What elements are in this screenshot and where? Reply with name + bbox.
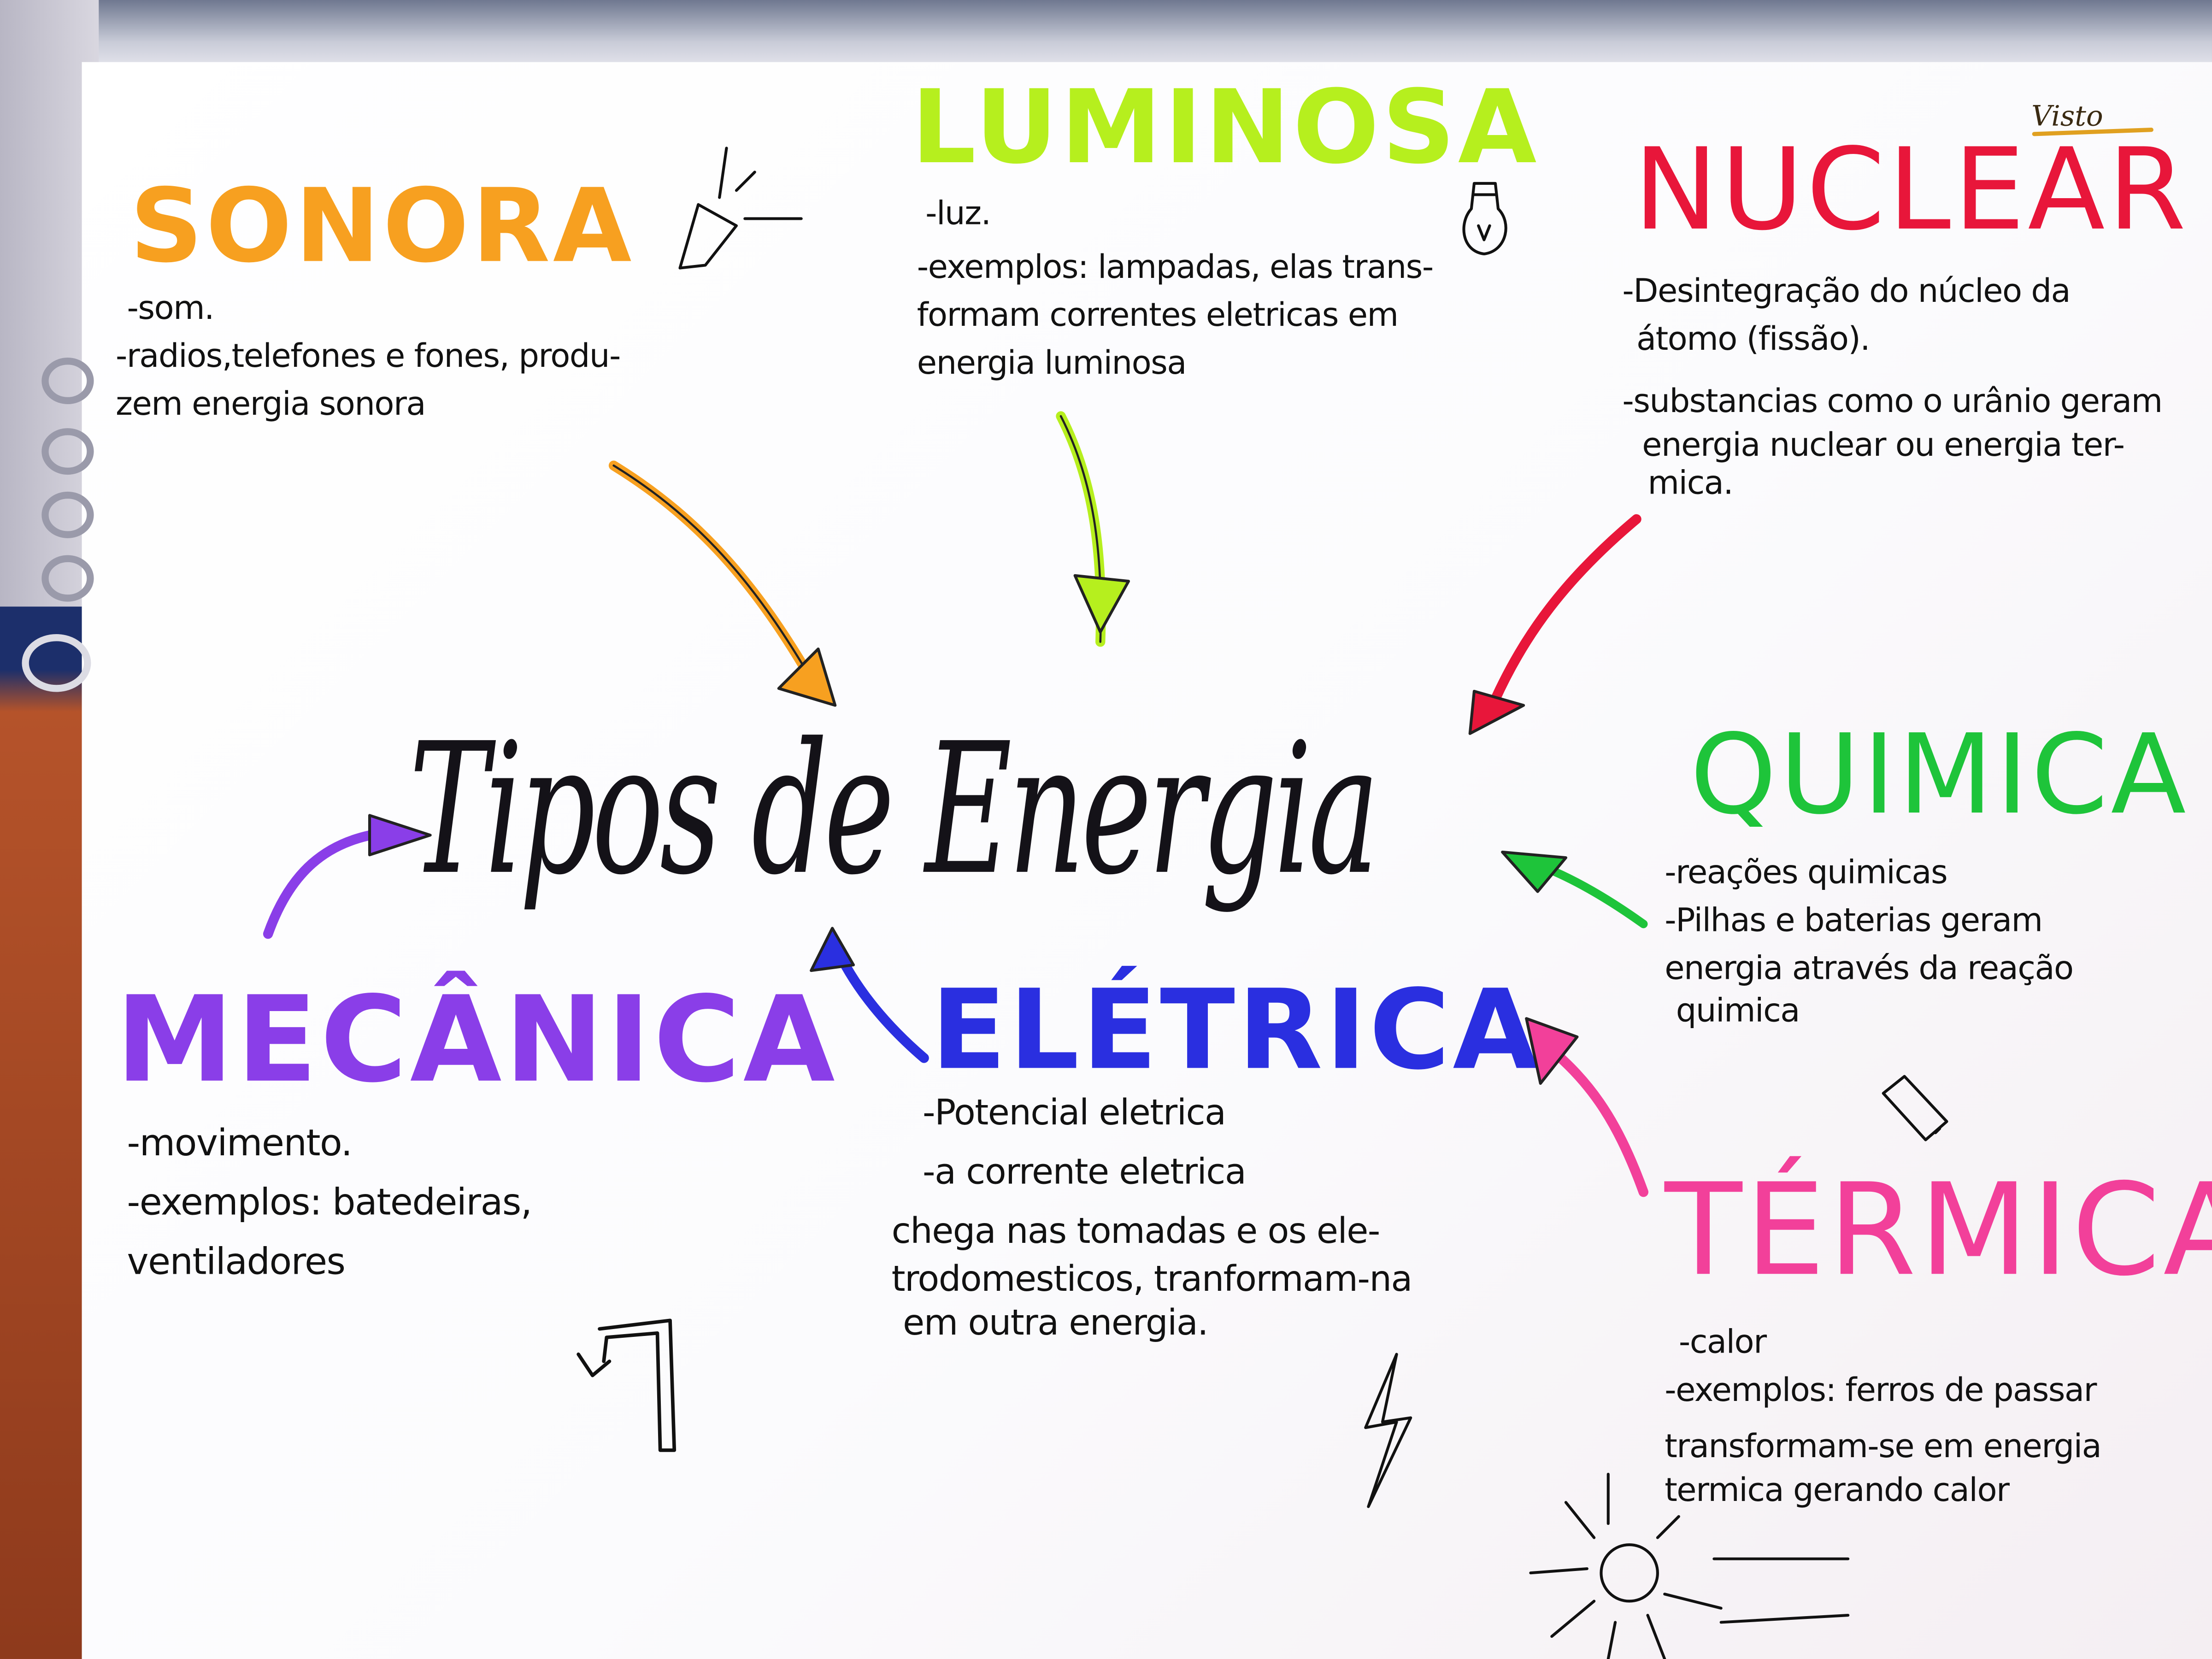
- eletrica-title: ELÉTRICA: [931, 967, 1541, 1095]
- sonora-notes: -som. -radios,telefones e fones, produ- …: [116, 285, 621, 429]
- note-line: -a corrente eletrica: [923, 1151, 1247, 1192]
- note-line: em outra energia.: [903, 1302, 1208, 1343]
- luminosa-notes: -luz. -exemplos: lampadas, elas trans- f…: [917, 190, 1434, 388]
- arrow-quimica: [1501, 850, 1648, 929]
- note-line: -Desintegração do núcleo da: [1622, 273, 2071, 311]
- visto-signature: Visto: [2031, 99, 2103, 133]
- note-line: -som.: [127, 290, 215, 328]
- binder-ring: [41, 555, 94, 602]
- note-line: -Potencial eletrica: [923, 1092, 1226, 1133]
- visto-underline: [2032, 128, 2153, 136]
- note-line: energia através da reação: [1665, 951, 2074, 988]
- note-line: trodomesticos, tranformam-na: [891, 1258, 1413, 1300]
- binder-ring: [41, 491, 94, 538]
- lightning-icon: [1364, 1353, 1412, 1508]
- mecanica-notes: -movimento. -exemplos: batedeiras, venti…: [127, 1114, 533, 1292]
- plastic-sleeve: [0, 0, 2212, 71]
- mecanica-title: MECÂNICA: [116, 971, 838, 1109]
- poster-paper: [82, 62, 2212, 1659]
- note-line: -exemplos: ferros de passar: [1665, 1372, 2097, 1410]
- termicas-notes: -calor -exemplos: ferros de passar trans…: [1665, 1319, 2102, 1511]
- arrow-luminosa: [1056, 411, 1130, 647]
- nuclear-title: NUCLEAR: [1633, 124, 2189, 256]
- lightbulb-icon: [1462, 182, 1507, 256]
- note-line: -radios,telefones e fones, produ-: [116, 338, 621, 376]
- note-line: átomo (fissão).: [1636, 321, 1871, 359]
- quimica-title: QUIMICA: [1690, 712, 2189, 840]
- luminosa-title: LUMINOSA: [911, 67, 1540, 187]
- note-line: termica gerando calor: [1665, 1472, 2010, 1510]
- sonora-title: SONORA: [129, 166, 635, 285]
- nuclear-notes: -Desintegração do núcleo da átomo (fissã…: [1622, 268, 2163, 502]
- note-line: zem energia sonora: [116, 386, 426, 424]
- arrow-mecanica: [263, 814, 432, 939]
- note-line: mica.: [1647, 465, 1733, 502]
- quimica-notes: -reações quimicas -Pilhas e baterias ger…: [1665, 849, 2074, 1030]
- arrow-termicas: [1525, 1017, 1649, 1197]
- center-title: Tipos de Energia: [409, 705, 1379, 916]
- note-line: -substancias como o urânio geram: [1622, 383, 2163, 421]
- note-line: -calor: [1678, 1324, 1767, 1362]
- mixer-icon: [577, 1318, 677, 1452]
- battery-icon: [1882, 1075, 1948, 1141]
- binder-ring: [22, 634, 91, 692]
- arrow-eletrica: [810, 927, 929, 1063]
- binder-ring: [41, 358, 94, 405]
- arrow-nuclear: [1468, 514, 1641, 735]
- note-line: energia nuclear ou energia ter-: [1642, 427, 2125, 465]
- eletrica-notes: -Potencial eletrica -a corrente eletrica…: [892, 1089, 1413, 1343]
- binder-ring: [41, 428, 94, 475]
- note-line: -reações quimicas: [1665, 855, 1948, 892]
- note-line: -exemplos: lampadas, elas trans-: [917, 249, 1434, 287]
- note-line: -movimento.: [127, 1123, 353, 1165]
- arrow-sonora: [608, 460, 837, 707]
- note-line: -Pilhas e baterias geram: [1665, 903, 2043, 940]
- note-line: chega nas tomadas e os ele-: [891, 1210, 1381, 1252]
- note-line: ventiladores: [127, 1241, 346, 1284]
- megaphone-icon: [678, 147, 803, 270]
- note-line: -luz.: [925, 196, 991, 233]
- note-line: quimica: [1676, 993, 1800, 1030]
- note-line: energia luminosa: [917, 345, 1187, 382]
- note-line: transformam-se em energia: [1665, 1429, 2102, 1466]
- sun-icon: [1529, 1472, 1850, 1659]
- note-line: -exemplos: batedeiras,: [127, 1182, 533, 1225]
- note-line: formam correntes eletricas em: [917, 297, 1399, 335]
- termicas-title: TÉRMICAS: [1665, 1157, 2212, 1305]
